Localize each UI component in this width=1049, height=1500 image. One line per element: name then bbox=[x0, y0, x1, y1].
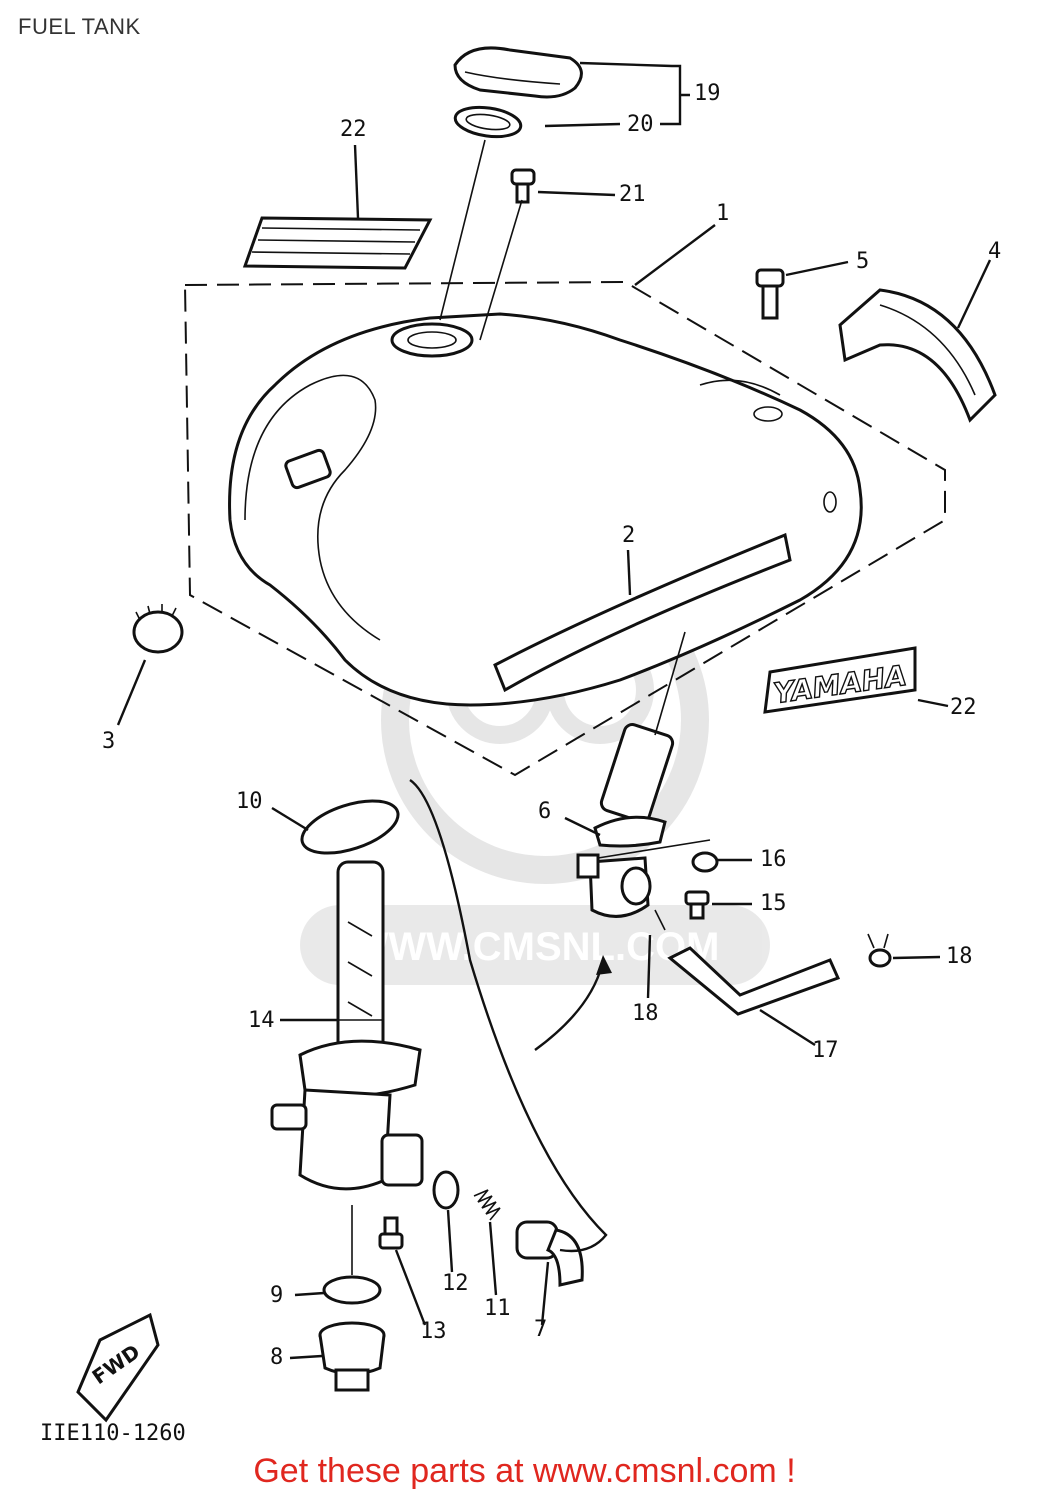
callout-2: 2 bbox=[622, 523, 635, 548]
bolt-21-part bbox=[510, 168, 536, 204]
watermark-text: WWW.CMSNL.COM bbox=[351, 925, 720, 969]
gasket-12-part bbox=[432, 1170, 460, 1210]
callout-21: 21 bbox=[619, 182, 646, 207]
bolt-5-part bbox=[755, 268, 785, 320]
screw-13-part bbox=[378, 1216, 404, 1250]
arrow-head-icon bbox=[596, 955, 612, 975]
callout-15: 15 bbox=[760, 891, 787, 916]
callout-5: 5 bbox=[856, 249, 869, 274]
callout-22-lower: 22 bbox=[950, 695, 977, 720]
spring-part bbox=[473, 1189, 501, 1221]
callout-20: 20 bbox=[627, 112, 654, 137]
callout-9: 9 bbox=[270, 1283, 283, 1308]
caution-label-part bbox=[242, 216, 433, 270]
callout-17: 17 bbox=[812, 1038, 839, 1063]
o-ring-9-part bbox=[322, 1275, 382, 1305]
fuel-cap-part bbox=[453, 46, 583, 99]
drawing-code: IIE110-1260 bbox=[40, 1421, 186, 1446]
forward-arrow-icon: FWD bbox=[76, 1312, 160, 1423]
tank-stripe-part bbox=[493, 532, 792, 693]
cap-gasket-part bbox=[453, 105, 523, 139]
assembly-leader bbox=[409, 779, 608, 1253]
fuel-cock-6-part bbox=[576, 723, 675, 918]
callout-3: 3 bbox=[102, 729, 115, 754]
callout-6: 6 bbox=[538, 799, 551, 824]
cock-axis-line bbox=[597, 839, 711, 931]
fuel-hose-part bbox=[667, 946, 841, 1016]
callout-10: 10 bbox=[236, 789, 263, 814]
callout-13: 13 bbox=[420, 1319, 447, 1344]
callout-19: 19 bbox=[694, 81, 721, 106]
callout-1: 1 bbox=[716, 201, 729, 226]
callout-14: 14 bbox=[248, 1008, 275, 1033]
cap-axis-line bbox=[439, 139, 523, 341]
drain-plug-part bbox=[318, 1321, 386, 1392]
callout-18-right: 18 bbox=[946, 944, 973, 969]
callout-7: 7 bbox=[534, 1317, 547, 1342]
bolt-15-part bbox=[684, 890, 710, 920]
tank-emblem-part bbox=[838, 288, 997, 423]
yamaha-emblem-part: YAMAHA bbox=[763, 646, 917, 714]
page-title: FUEL TANK bbox=[18, 14, 141, 39]
fuel-tank-part bbox=[228, 312, 863, 707]
damper-part bbox=[132, 604, 184, 654]
callout-18-lower: 18 bbox=[632, 1001, 659, 1026]
hose-clip-part bbox=[867, 933, 892, 968]
callout-4: 4 bbox=[988, 239, 1001, 264]
nut-16-part bbox=[691, 851, 719, 873]
callout-8: 8 bbox=[270, 1345, 283, 1370]
callout-leaders bbox=[116, 61, 992, 1360]
assembly-outline bbox=[183, 280, 946, 777]
parts-diagram: WWW.CMSNL.COM bbox=[40, 46, 1001, 1446]
callout-12: 12 bbox=[442, 1271, 469, 1296]
cta-link[interactable]: Get these parts at www.cmsnl.com ! bbox=[253, 1452, 796, 1490]
o-ring-10-part bbox=[300, 799, 400, 855]
fuel-cock-14-part bbox=[270, 860, 424, 1191]
callout-16: 16 bbox=[760, 847, 787, 872]
callout-11: 11 bbox=[484, 1296, 511, 1321]
tank-to-cock-line bbox=[654, 631, 686, 736]
callout-22-upper: 22 bbox=[340, 117, 367, 142]
callout-labels: 19 20 21 22 1 5 4 2 3 22 10 6 16 15 18 1… bbox=[102, 81, 1001, 1370]
lever-part bbox=[515, 1220, 584, 1287]
